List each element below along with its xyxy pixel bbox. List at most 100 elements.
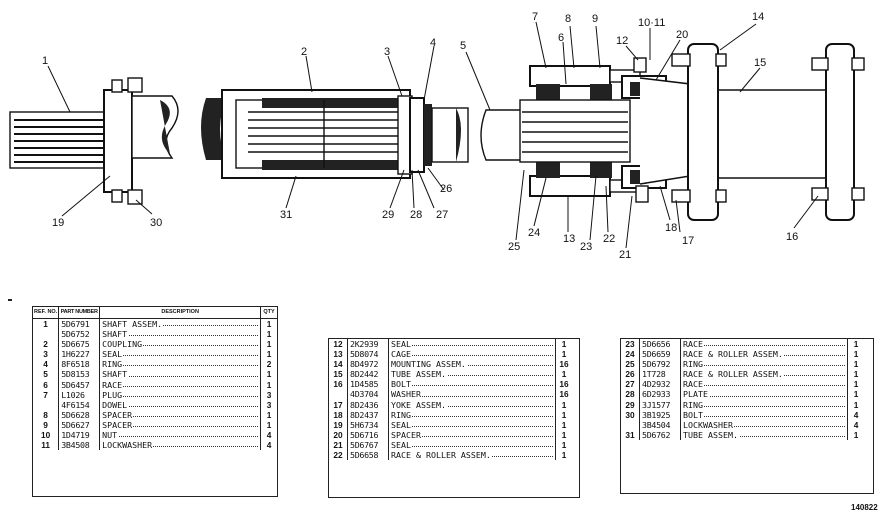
callout-16: 16 bbox=[786, 231, 798, 243]
part-number: 5D6656 bbox=[639, 339, 681, 350]
description-text: SPACER bbox=[391, 429, 422, 440]
description-text: TUBE ASSEM. bbox=[683, 429, 739, 440]
shaft-assembly-drawing bbox=[9, 77, 179, 205]
callout-26: 26 bbox=[440, 183, 452, 195]
dot-leader bbox=[683, 365, 845, 367]
description-text: RACE & ROLLER ASSEM. bbox=[683, 369, 784, 380]
description: SPACER bbox=[99, 409, 262, 420]
description: BOLT bbox=[680, 409, 848, 420]
part-number: 1T728 bbox=[639, 369, 681, 380]
callout-10-11: 10·11 bbox=[638, 17, 665, 29]
description: RACE & ROLLER ASSEM. bbox=[680, 369, 848, 380]
quantity: 1 bbox=[853, 389, 859, 400]
dot-leader bbox=[683, 395, 845, 397]
part-number: 2K2939 bbox=[347, 339, 389, 350]
description-text: LOCKWASHER bbox=[102, 440, 154, 451]
description: RACE & ROLLER ASSEM. bbox=[388, 450, 556, 461]
description: LOCKWASHER bbox=[99, 440, 262, 451]
part-number: 1H6227 bbox=[58, 349, 101, 360]
description: RACE bbox=[99, 379, 262, 390]
part-number: 8D2436 bbox=[347, 399, 389, 410]
description-text: SEAL bbox=[391, 419, 412, 430]
ref-number: 26 bbox=[621, 369, 640, 380]
quantity: 16 bbox=[559, 379, 569, 390]
description-text: MOUNTING ASSEM. bbox=[391, 359, 467, 370]
description: COUPLING bbox=[99, 339, 262, 350]
description: WASHER bbox=[388, 389, 556, 400]
callout-1: 1 bbox=[42, 55, 48, 67]
quantity: 1 bbox=[561, 439, 567, 450]
description: SHAFT bbox=[99, 329, 262, 340]
quantity: 1 bbox=[266, 339, 272, 350]
description: PLATE bbox=[680, 389, 848, 400]
description: CAGE bbox=[388, 349, 556, 360]
dot-leader bbox=[391, 446, 553, 448]
callout-25: 25 bbox=[508, 241, 520, 253]
description-text: SEAL bbox=[391, 339, 412, 349]
quantity: 1 bbox=[561, 349, 567, 360]
quantity: 1 bbox=[561, 450, 567, 461]
dot-leader bbox=[683, 425, 845, 427]
part-number: 5D8074 bbox=[347, 349, 389, 360]
dot-leader bbox=[102, 436, 259, 438]
description-text: BOLT bbox=[391, 379, 412, 390]
part-number: 6D2933 bbox=[639, 389, 681, 400]
callout-31: 31 bbox=[280, 209, 292, 221]
description: RING bbox=[680, 399, 848, 410]
ref-number: 3 bbox=[33, 349, 60, 360]
part-number: 5D6792 bbox=[639, 359, 681, 370]
dot-leader bbox=[102, 426, 259, 428]
ref-number: 8 bbox=[33, 409, 60, 420]
description-text: PLATE bbox=[683, 389, 709, 400]
part-number: 5D6675 bbox=[58, 339, 101, 350]
ref-number: 17 bbox=[329, 399, 348, 410]
ref-number: 25 bbox=[621, 359, 640, 370]
description-text: NUT bbox=[102, 430, 119, 441]
description-text: RACE bbox=[102, 379, 124, 390]
part-number: 5D6767 bbox=[347, 439, 389, 451]
description-text: RACE bbox=[683, 339, 704, 349]
dot-leader bbox=[102, 355, 259, 357]
ref-number: 9 bbox=[33, 419, 60, 431]
header-part-number: PART NUMBER bbox=[58, 307, 101, 319]
callout-20: 20 bbox=[676, 29, 688, 41]
callout-30: 30 bbox=[150, 217, 162, 229]
dot-leader bbox=[102, 446, 259, 448]
quantity: 4 bbox=[853, 419, 859, 430]
description: YOKE ASSEM. bbox=[388, 399, 556, 410]
ref-number: 2 bbox=[33, 339, 60, 350]
dot-leader bbox=[102, 395, 259, 397]
dot-leader bbox=[102, 325, 259, 327]
part-number: 3B1925 bbox=[639, 409, 681, 420]
part-number: 4D2932 bbox=[639, 379, 681, 390]
part-number: 5D6658 bbox=[347, 450, 389, 461]
quantity: 16 bbox=[559, 359, 569, 370]
quantity: 1 bbox=[853, 379, 859, 390]
part-number: 5H6734 bbox=[347, 419, 389, 430]
ref-number: 23 bbox=[621, 339, 640, 350]
page-mark bbox=[8, 299, 12, 301]
description-text: RING bbox=[102, 359, 124, 370]
ref-number: 21 bbox=[329, 439, 348, 451]
description: RACE & ROLLER ASSEM. bbox=[680, 349, 848, 360]
description-text: RING bbox=[683, 399, 704, 410]
quantity: 1 bbox=[853, 399, 859, 410]
